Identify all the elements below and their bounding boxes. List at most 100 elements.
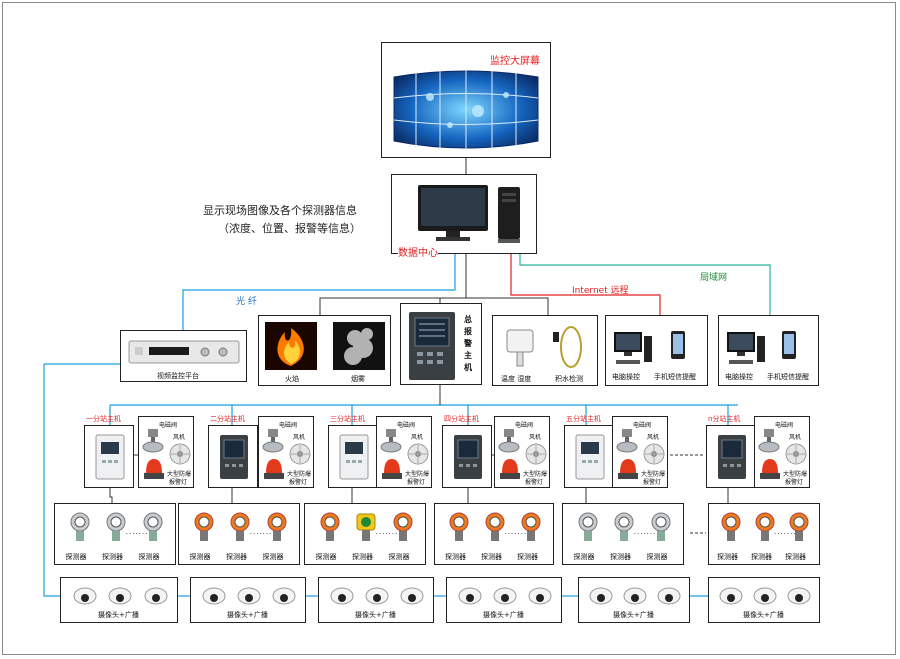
detector-group: 探测器探测器探测器·······: [54, 503, 176, 565]
substation-name: 五分站主机: [566, 415, 601, 423]
fan-label: 风机: [293, 434, 306, 441]
screen-box: 监控大屏幕: [381, 42, 551, 158]
video-platform-box: 视频监控平台: [120, 330, 247, 382]
gas-detector-icon: [649, 512, 673, 546]
water-label: 积水检测: [555, 375, 583, 383]
dome-camera-icon: [400, 586, 424, 610]
alarm-label-1: 大型防爆: [167, 471, 192, 478]
substation-accessory-box: 电磁阀风机大型防爆报警灯: [376, 416, 432, 488]
dome-camera-icon: [493, 586, 517, 610]
fan-label: 风机: [647, 434, 660, 441]
dome-camera-icon: [657, 586, 681, 610]
main-alarm-host-box: 总报警主机: [400, 303, 482, 385]
detector-label: 探测器: [388, 553, 410, 561]
detector-label: 探测器: [352, 553, 373, 561]
valve-label: 电磁阀: [397, 422, 416, 429]
substation-host-box: [208, 425, 258, 488]
alarm-label-2: 报警灯: [785, 479, 804, 486]
fan-label: 风机: [173, 434, 186, 441]
dome-camera-icon: [787, 586, 811, 610]
fan-label: 风机: [411, 434, 424, 441]
gas-detector-icon: [447, 512, 471, 546]
alarm-label-1: 大型防爆: [287, 471, 312, 478]
gas-detector-icon: [483, 512, 507, 546]
gas-detector-icon: [391, 512, 415, 546]
gas-detector-icon: [354, 512, 378, 546]
gas-detector-icon: [104, 512, 128, 546]
substation-panel-icon: [453, 434, 483, 484]
substation-name: 一分站主机: [86, 415, 121, 423]
datacenter-box: 数据中心: [391, 174, 537, 259]
flame-icon: [265, 322, 317, 370]
dome-camera-icon: [753, 586, 777, 610]
dome-camera-icon: [458, 586, 482, 610]
substation-name: 二分站主机: [210, 415, 245, 423]
detector-label: 探测器: [226, 553, 247, 561]
camera-group: 摄像头+广播: [318, 577, 434, 623]
gas-detector-icon: [519, 512, 543, 546]
gas-detector-icon: [265, 512, 289, 546]
internet-label: Internet 远程: [572, 286, 629, 296]
lan-box: 电脑操控 手机短信提醒: [718, 315, 819, 386]
gas-detector-icon: [612, 512, 636, 546]
alarm-lamp-icon: [380, 455, 404, 483]
gas-detector-icon: [141, 512, 165, 546]
phone-icon: [671, 331, 685, 359]
valve-label: 电磁阀: [159, 422, 178, 429]
dome-camera-icon: [589, 586, 613, 610]
fan-icon: [169, 443, 191, 469]
detector-label: 探测器: [445, 553, 466, 561]
gas-detector-icon: [753, 512, 777, 546]
substation-panel-icon: [339, 434, 369, 484]
more-dots: ·······: [375, 530, 399, 538]
solenoid-valve-icon: [616, 427, 638, 457]
info-caption-2: （浓度、位置、报警等信息）: [218, 222, 361, 235]
temp-sensor-icon: [506, 329, 534, 367]
alarm-lamp-icon: [758, 455, 782, 483]
fire-smoke-box: 火焰 烟雾: [258, 315, 391, 386]
dome-camera-icon: [623, 586, 647, 610]
detector-label: 探测器: [517, 553, 538, 561]
fan-icon: [785, 443, 807, 469]
valve-label: 电磁阀: [515, 422, 534, 429]
smoke-icon: [333, 322, 385, 370]
substation-panel-icon: [717, 434, 747, 484]
detector-label: 探测器: [102, 553, 123, 561]
camera-label: 摄像头+广播: [98, 611, 139, 619]
detector-label: 探测器: [315, 553, 337, 561]
solenoid-valve-icon: [498, 427, 520, 457]
gas-detector-icon: [787, 512, 811, 546]
dome-camera-icon: [237, 586, 261, 610]
substation-name: n分站主机: [708, 415, 741, 423]
more-dots: ·······: [773, 530, 797, 538]
camera-group: 摄像头+广播: [708, 577, 820, 623]
pc-icon: [727, 332, 765, 364]
substation-name: 三分站主机: [330, 415, 365, 423]
substation-accessory-box: 电磁阀风机大型防爆报警灯: [754, 416, 810, 488]
gas-detector-icon: [719, 512, 743, 546]
sensors-box: 温度 湿度 积水检测: [492, 315, 598, 386]
dome-camera-icon: [73, 586, 97, 610]
detector-group: 探测器探测器探测器·······: [708, 503, 820, 565]
more-dots: ·······: [125, 530, 149, 538]
detector-group: 探测器探测器探测器·······: [434, 503, 554, 565]
pc-op-label-1: 电脑操控: [612, 373, 640, 381]
dome-camera-icon: [719, 586, 743, 610]
dome-camera-icon: [272, 586, 296, 610]
valve-label: 电磁阀: [633, 422, 652, 429]
camera-label: 摄像头+广播: [613, 611, 654, 619]
substation-panel-icon: [95, 434, 125, 484]
detector-label: 探测器: [717, 553, 738, 561]
gas-detector-icon: [228, 512, 252, 546]
dome-camera-icon: [365, 586, 389, 610]
dome-camera-icon: [144, 586, 168, 610]
detector-label: 探测器: [573, 553, 595, 561]
alarm-label-2: 报警灯: [525, 479, 544, 486]
detector-label: 探测器: [138, 553, 160, 561]
dome-camera-icon: [528, 586, 552, 610]
dome-camera-icon: [202, 586, 226, 610]
more-dots: ·······: [249, 530, 273, 538]
camera-group: 摄像头+广播: [446, 577, 562, 623]
